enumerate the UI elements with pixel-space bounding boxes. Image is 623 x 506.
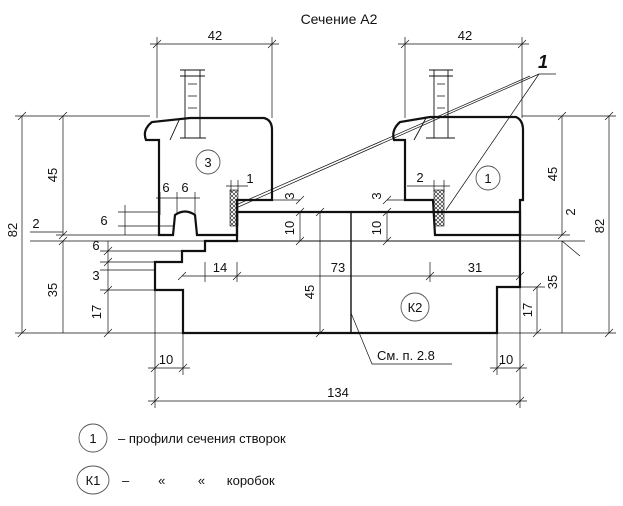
note-reference: См. п. 2.8 [377, 348, 435, 363]
right-glass [433, 70, 449, 138]
dim-seal-right: 2 [416, 170, 423, 185]
left-sash-profile [143, 116, 274, 237]
dim-bottom-left: 10 [159, 352, 173, 367]
left-glass-top [180, 69, 205, 77]
left-glass [184, 70, 201, 138]
left-sash-label: 3 [204, 155, 211, 170]
right-glass-fill [437, 83, 445, 109]
dim-right-top-width: 42 [458, 28, 472, 43]
callout-number: 1 [538, 52, 548, 72]
right-sash-label: 1 [484, 171, 491, 186]
dim-frame-step-6: 6 [92, 238, 99, 253]
dim-frame-lower-left: 17 [89, 305, 104, 319]
left-seal-hatch [229, 189, 239, 227]
dim-right-sash-height: 45 [545, 167, 560, 181]
legend-symbol-2: К1 [86, 473, 101, 488]
dim-left-sash-height: 45 [45, 168, 60, 182]
legend: 1 – профили сечения створок К1 – « « кор… [76, 423, 286, 495]
dim-frame-step-3: 3 [92, 268, 99, 283]
dim-gap-left: 2 [32, 216, 39, 231]
right-seal-hatch [433, 189, 445, 227]
frame-label-circle [400, 292, 430, 322]
left-sash-label-circle [195, 149, 221, 175]
dim-groove-b: 6 [181, 180, 188, 195]
legend-text-2: – « « коробок [122, 473, 275, 488]
dim-seal-left: 1 [246, 171, 253, 186]
dim-frame-height-right: 35 [545, 275, 560, 289]
drawing-title: Сечение А2 [301, 11, 378, 27]
dim-inner-31: 31 [468, 260, 482, 275]
dim-rebate-right: 3 [369, 192, 384, 199]
legend-symbol-circle-1 [78, 423, 108, 453]
legend-symbol-1: 1 [89, 431, 96, 446]
legend-symbol-circle-2 [76, 465, 110, 495]
right-sash-label-circle [475, 165, 501, 191]
dim-step-left: 6 [100, 213, 107, 228]
dim-overall-width: 134 [327, 385, 349, 400]
dim-rebate-left: 3 [282, 192, 297, 199]
dim-groove-a: 6 [162, 180, 169, 195]
dim-frame-height-left: 35 [45, 283, 60, 297]
right-sash-profile [392, 115, 525, 237]
left-glass-fill [188, 83, 197, 109]
dim-frame-lower-right: 17 [520, 303, 535, 317]
right-glazing-bead [413, 117, 455, 141]
dim-inner-73: 73 [331, 260, 345, 275]
dim-gap-right: 2 [563, 208, 578, 215]
dim-frame-depth: 45 [302, 285, 317, 299]
dim-bottom-right: 10 [499, 352, 513, 367]
right-glass-top [429, 69, 453, 77]
dim-rebate-depth-left: 10 [282, 221, 297, 235]
legend-text-1: – профили сечения створок [118, 431, 286, 446]
dim-left-top-width: 42 [208, 28, 222, 43]
dim-overall-height-right: 82 [592, 219, 607, 233]
dim-rebate-depth-right: 10 [369, 221, 384, 235]
dim-overall-height-left: 82 [5, 223, 20, 237]
left-glazing-bead [169, 117, 206, 141]
dim-inner-14: 14 [213, 260, 227, 275]
frame-label: К2 [408, 300, 423, 315]
